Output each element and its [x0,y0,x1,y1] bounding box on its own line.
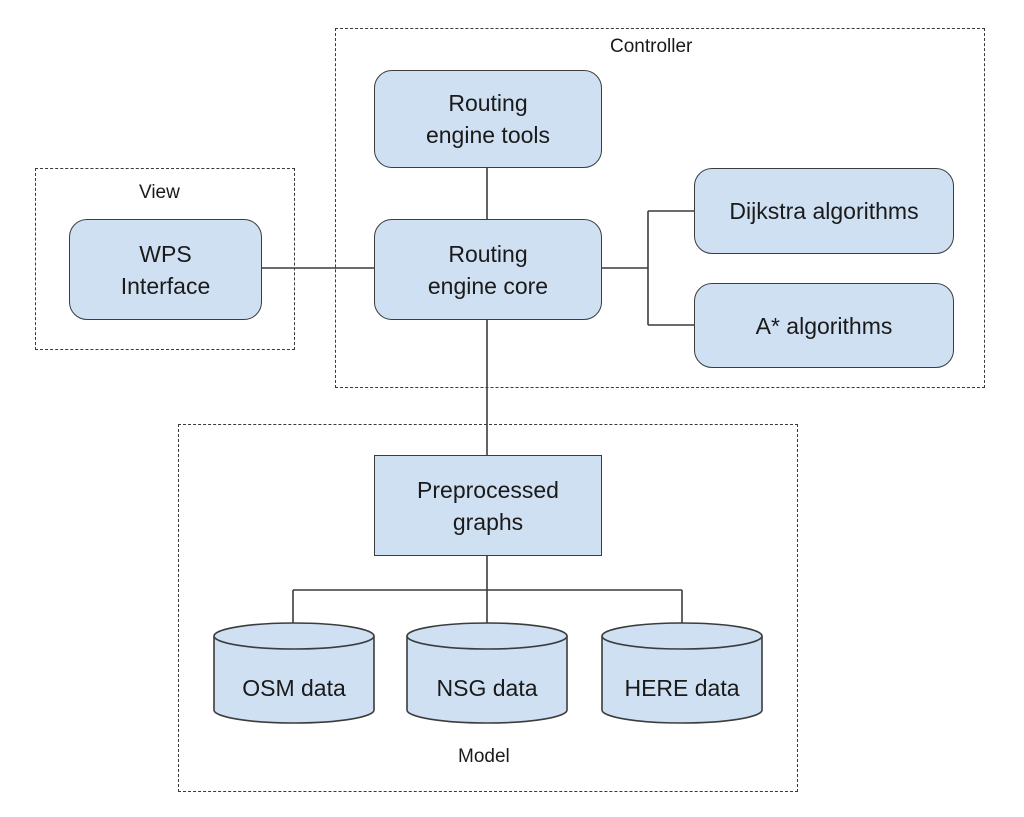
routing-engine-tools-node: Routing engine tools [374,70,602,168]
controller-label: Controller [610,36,693,57]
link-core-algorithms [601,210,695,326]
database-icon [601,622,763,724]
nsg-data-label: NSG data [436,675,538,701]
preprocessed-graphs-node: Preprocessed graphs [374,455,602,556]
link-graphs-databases [292,555,683,634]
database-icon [213,622,375,724]
view-label: View [139,182,180,203]
database-icon [406,622,568,724]
here-data-database: HERE data [601,622,763,726]
controller-group [335,28,985,388]
here-data-label: HERE data [624,675,740,701]
osm-data-label: OSM data [242,675,346,701]
astar-algorithms-node: A* algorithms [694,283,954,368]
nsg-data-database: NSG data [406,622,568,726]
model-label: Model [458,746,510,767]
wps-interface-node: WPS Interface [69,219,262,320]
model-group [178,424,798,792]
dijkstra-algorithms-node: Dijkstra algorithms [694,168,954,254]
osm-data-database: OSM data [213,622,375,726]
view-group [35,168,295,350]
routing-engine-core-node: Routing engine core [374,219,602,320]
